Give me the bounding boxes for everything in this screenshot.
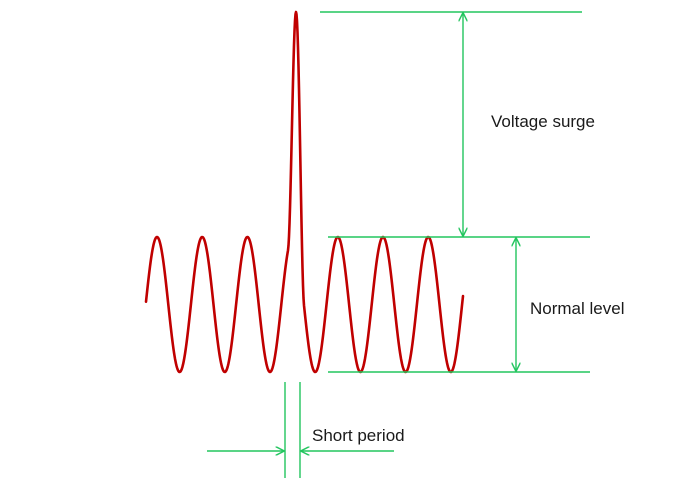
normal-level-label: Normal level	[530, 299, 624, 318]
short-period-label: Short period	[312, 426, 405, 445]
voltage-surge-label: Voltage surge	[491, 112, 595, 131]
waveform-curve	[144, 10, 465, 374]
